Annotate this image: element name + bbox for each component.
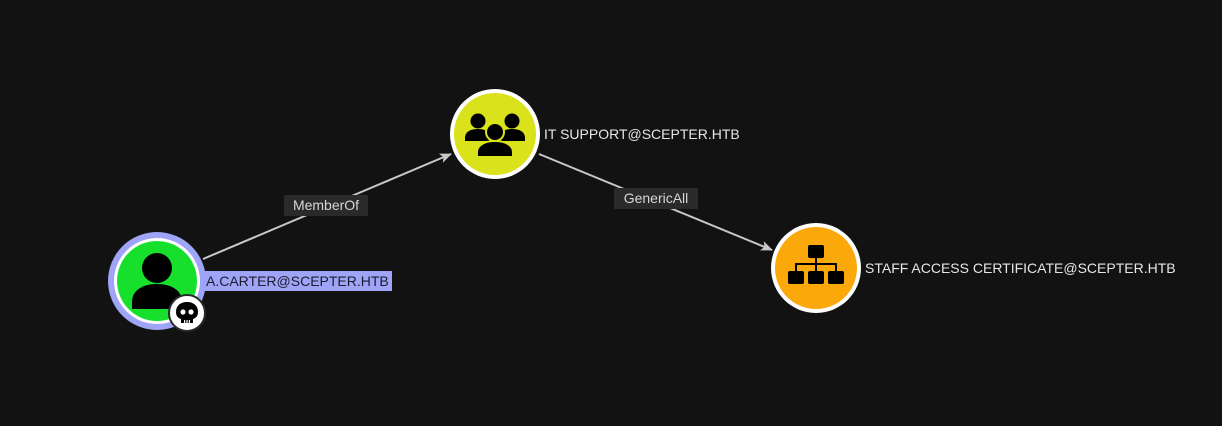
node-label-a-carter: A.CARTER@SCEPTER.HTB <box>206 273 389 289</box>
node-staff-access-cert[interactable]: STAFF ACCESS CERTIFICATE@SCEPTER.HTB <box>771 223 1176 313</box>
node-label-highlight <box>203 271 392 291</box>
user-icon <box>132 253 182 309</box>
edge-memberof-label-bg <box>284 195 368 216</box>
hierarchy-icon <box>788 245 844 284</box>
node-label-staff-access-cert: STAFF ACCESS CERTIFICATE@SCEPTER.HTB <box>865 260 1176 276</box>
node-label-it-support: IT SUPPORT@SCEPTER.HTB <box>544 126 740 142</box>
node-a-carter[interactable]: A.CARTER@SCEPTER.HTB <box>108 232 392 332</box>
skull-icon <box>176 302 198 323</box>
skull-badge <box>168 294 206 332</box>
edge-genericall-label: GenericAll <box>624 190 689 206</box>
node-it-support[interactable]: IT SUPPORT@SCEPTER.HTB <box>450 89 740 179</box>
edge-genericall[interactable]: GenericAll <box>538 153 773 251</box>
group-icon <box>465 113 525 158</box>
edge-memberof-label: MemberOf <box>293 197 359 213</box>
edge-memberof[interactable]: MemberOf <box>202 153 452 260</box>
edge-genericall-label-bg <box>614 188 698 209</box>
